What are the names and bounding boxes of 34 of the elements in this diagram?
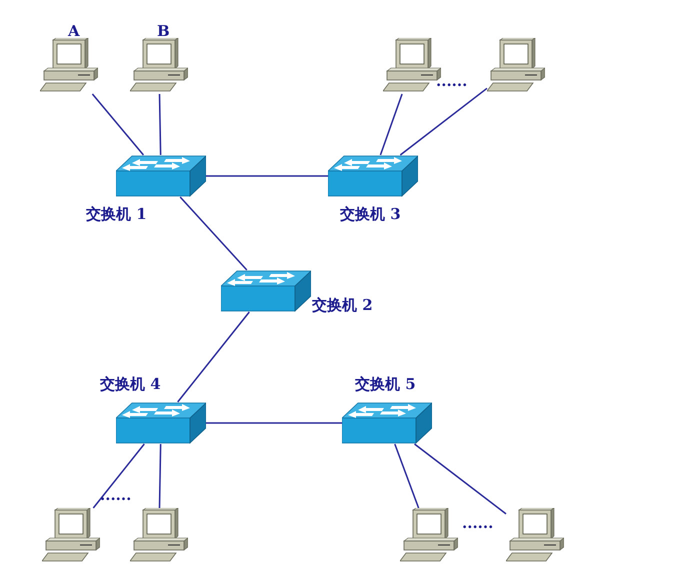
connection-line — [92, 444, 145, 508]
connection-line — [158, 94, 162, 156]
device-label: 交换机 5 — [355, 375, 416, 393]
computer-icon — [400, 508, 458, 564]
computer-icon — [40, 38, 98, 94]
connection-line — [92, 94, 144, 156]
device-label: B — [157, 22, 170, 40]
computer-icon — [130, 508, 188, 564]
computer-icon — [506, 508, 564, 564]
connection-line — [394, 444, 420, 508]
connection-line — [206, 175, 328, 177]
connection-line — [206, 422, 342, 424]
network-switch-icon — [116, 402, 206, 444]
device-label: 交换机 4 — [100, 375, 161, 393]
connection-line — [414, 443, 506, 514]
network-switch-icon — [328, 155, 418, 197]
connection-line — [177, 312, 250, 402]
network-switch-icon — [116, 155, 206, 197]
device-label: 交换机 2 — [312, 296, 373, 314]
connection-line — [380, 94, 403, 156]
connection-line — [158, 444, 162, 508]
ellipsis-label: ...... — [462, 514, 494, 532]
device-label: A — [68, 22, 80, 40]
network-switch-icon — [342, 402, 432, 444]
connection-line — [400, 88, 488, 156]
network-switch-icon — [221, 270, 311, 312]
device-label: 交换机 1 — [86, 205, 147, 223]
ellipsis-label: ...... — [436, 72, 468, 90]
computer-icon — [42, 508, 100, 564]
computer-icon — [487, 38, 545, 94]
ellipsis-label: ...... — [100, 486, 132, 504]
device-label: 交换机 3 — [340, 205, 401, 223]
connection-line — [180, 196, 248, 270]
computer-icon — [130, 38, 188, 94]
